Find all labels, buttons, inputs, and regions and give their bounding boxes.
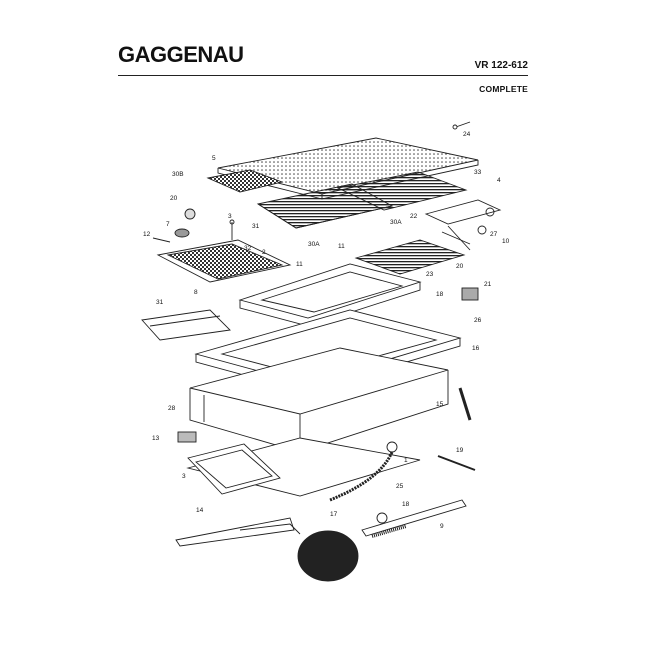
callout-23: 23 [426, 271, 434, 278]
callout-1: 1 [404, 457, 408, 464]
pin-24 [452, 121, 471, 130]
callout-16: 16 [472, 345, 480, 352]
rail-31 [141, 309, 231, 341]
callout-11a: 11 [338, 243, 345, 250]
callout-4: 4 [497, 177, 501, 184]
callout-28: 28 [168, 405, 176, 412]
callout-30a: 30A [308, 241, 320, 248]
callout-13: 13 [152, 435, 160, 442]
callout-27: 27 [490, 231, 498, 238]
fitting-13 [177, 431, 197, 443]
callout-21: 21 [484, 281, 492, 288]
callout-14: 14 [196, 507, 204, 514]
callout-5: 5 [212, 155, 216, 162]
callout-3: 3 [228, 213, 232, 220]
clip-21 [461, 287, 479, 301]
callout-20b: 20 [456, 263, 464, 270]
diagram-subtitle: COMPLETE [479, 84, 528, 94]
rod-18 [437, 455, 476, 471]
header-rule [118, 75, 528, 76]
callout-19: 19 [456, 447, 464, 454]
brand-logo: GAGGENAU [118, 42, 244, 67]
callout-labels: 24 5 30B 33 4 20 7 12 31 3 22 30A 27 10 … [143, 131, 510, 530]
model-number: VR 122-612 [474, 60, 528, 71]
sensor-31 [229, 219, 235, 240]
callout-2: 2 [262, 249, 266, 256]
knob-18 [376, 512, 388, 524]
callout-30c: 30A [390, 219, 402, 226]
knob-20 [184, 208, 196, 220]
knob-7 [174, 228, 190, 238]
callout-24: 24 [463, 131, 471, 138]
callout-15: 15 [436, 401, 444, 408]
control-panel [156, 239, 292, 283]
screw-12 [152, 237, 171, 243]
callout-9: 9 [440, 523, 444, 530]
callout-32: 32 [244, 245, 252, 252]
housing [189, 347, 449, 453]
callout-31a: 31 [252, 223, 260, 230]
callout-26: 26 [474, 317, 482, 324]
grill-rack-30b [206, 169, 284, 193]
callout-3b: 3 [182, 473, 186, 480]
callout-10: 10 [502, 238, 510, 245]
top-grate [217, 137, 479, 200]
callout-12: 12 [143, 231, 151, 238]
side-bracket [424, 199, 502, 235]
callout-33: 33 [474, 169, 482, 176]
callout-31b: 31 [156, 299, 164, 306]
callout-18: 18 [436, 291, 444, 298]
callout-17: 17 [330, 511, 338, 518]
callout-11b: 11 [296, 261, 303, 268]
rod-15 [458, 387, 472, 421]
cable [329, 441, 398, 502]
callout-20: 20 [170, 195, 178, 202]
tongs [175, 517, 301, 547]
callout-18b: 18 [402, 501, 410, 508]
callout-7: 7 [166, 221, 170, 228]
callout-30b: 30B [172, 171, 184, 178]
callout-8: 8 [194, 289, 198, 296]
lava-rocks [297, 530, 359, 582]
bottom-tray [186, 437, 421, 497]
heating-element [354, 225, 471, 275]
callout-25: 25 [396, 483, 404, 490]
callout-22: 22 [410, 213, 418, 220]
brush [361, 499, 467, 538]
rod-grill [256, 171, 468, 229]
